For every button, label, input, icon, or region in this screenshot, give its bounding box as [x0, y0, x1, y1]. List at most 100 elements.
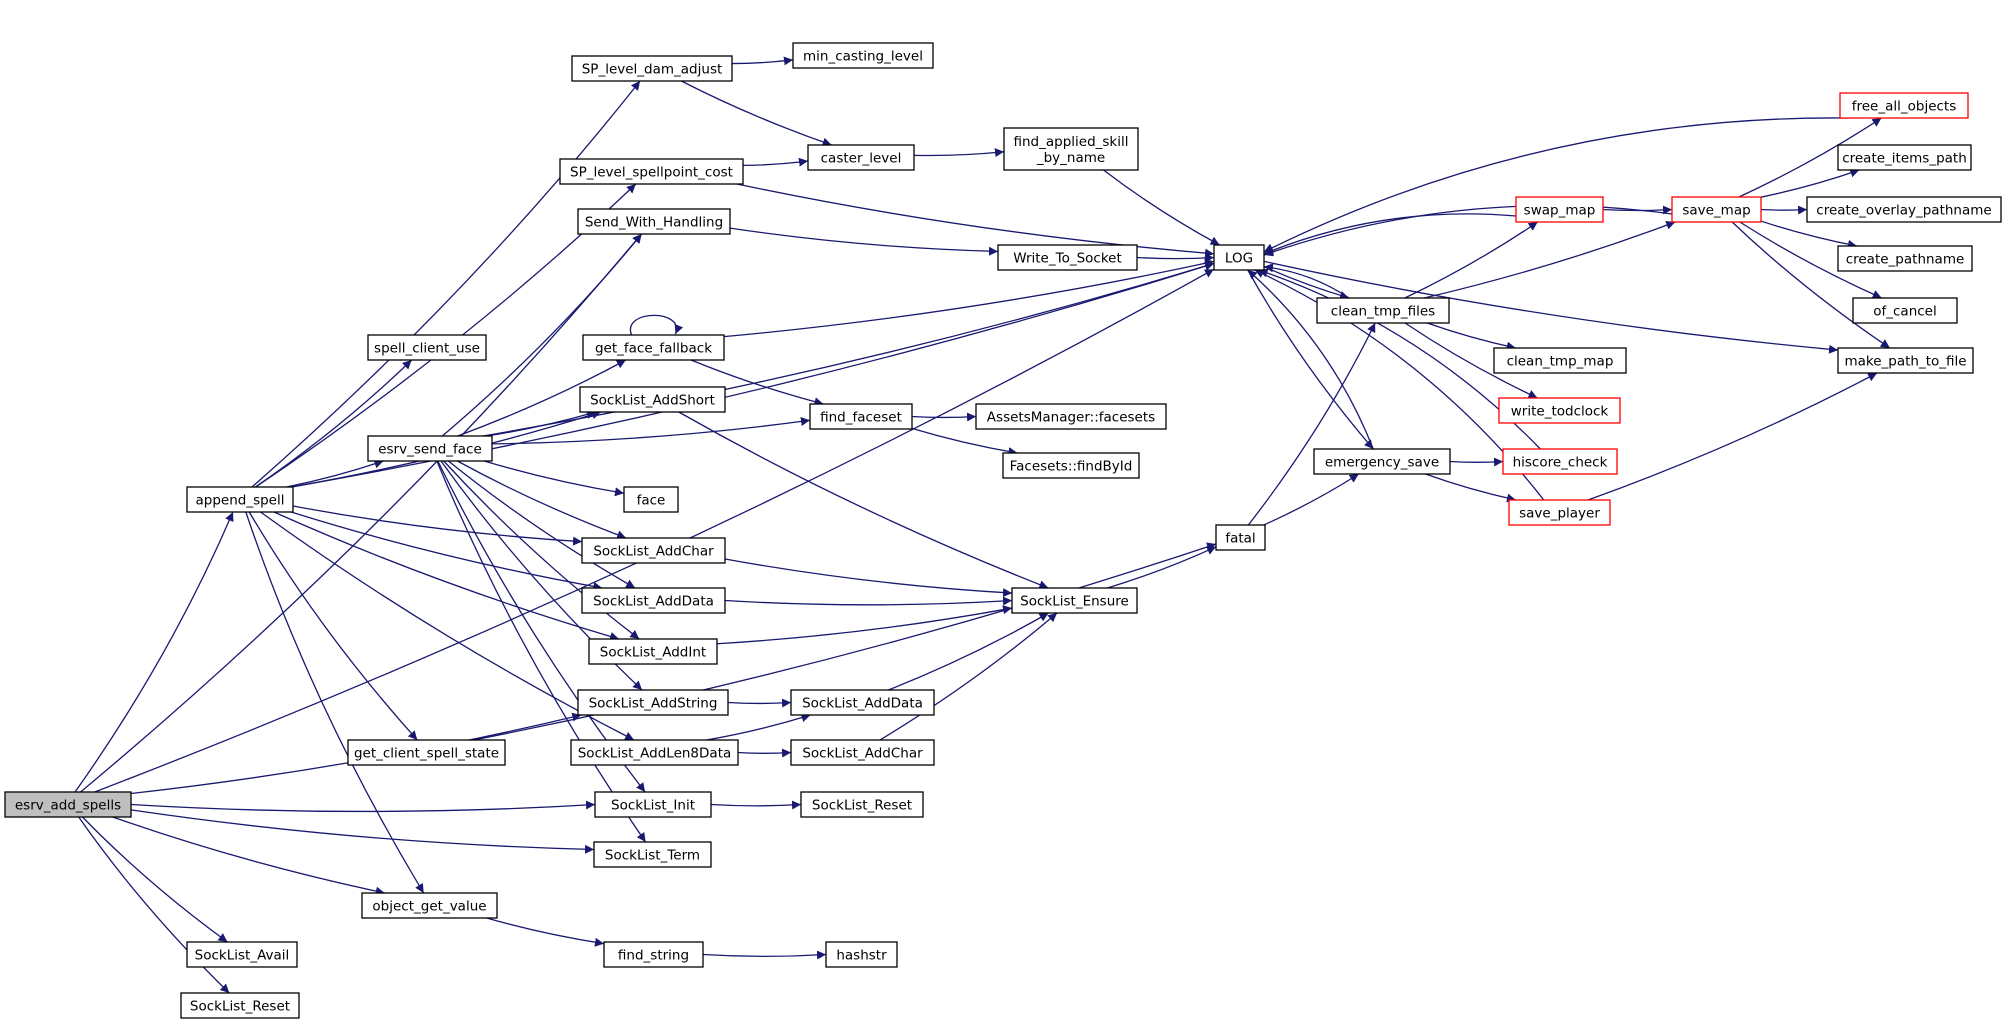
node-of-cancel[interactable]: of_cancel [1852, 297, 1958, 324]
node-save-player[interactable]: save_player [1508, 499, 1611, 526]
node-create-pathname[interactable]: create_pathname [1837, 245, 1973, 272]
node-hashstr[interactable]: hashstr [825, 941, 898, 968]
node-socklist-ensure[interactable]: SockList_Ensure [1011, 587, 1138, 614]
node-sp-level-dam-adjust[interactable]: SP_level_dam_adjust [571, 55, 733, 82]
node-socklist-adddata2[interactable]: SockList_AddData [790, 689, 935, 716]
edge-fatal-to-clean-tmp-files [1247, 322, 1376, 526]
node-get-client-spell-state[interactable]: get_client_spell_state [347, 739, 506, 766]
node-save-map[interactable]: save_map [1671, 196, 1762, 223]
node-box [1671, 196, 1762, 223]
node-clean-tmp-map[interactable]: clean_tmp_map [1493, 347, 1627, 374]
node-socklist-addchar2[interactable]: SockList_AddChar [790, 739, 935, 766]
node-caster-level[interactable]: caster_level [807, 144, 915, 171]
node-swap-map[interactable]: swap_map [1515, 196, 1604, 223]
node-create-overlay-pathname[interactable]: create_overlay_pathname [1806, 196, 2002, 223]
node-send-with-handling[interactable]: Send_With_Handling [577, 208, 731, 235]
node-socklist-addstring[interactable]: SockList_AddString [577, 689, 729, 716]
edge-get-client-spell-state-to-fatal [473, 542, 1217, 741]
edge-socklist-addshort-to-socklist-ensure [678, 411, 1049, 589]
node-box [1806, 196, 2002, 223]
node-socklist-reset-a[interactable]: SockList_Reset [180, 992, 300, 1019]
edges-layer [74, 56, 1891, 994]
node-box [825, 941, 898, 968]
node-esrv-send-face[interactable]: esrv_send_face [367, 435, 493, 462]
node-box [361, 892, 498, 919]
node-label: Write_To_Socket [1013, 251, 1122, 267]
node-label: SP_level_dam_adjust [582, 62, 723, 78]
edge-esrv-send-face-to-socklist-adddata [447, 460, 636, 589]
edge-find-applied-skill-by-name-to-log [1103, 169, 1220, 246]
node-box [570, 739, 739, 766]
node-label: _by_name [1036, 150, 1105, 166]
node-find-applied-skill-by-name[interactable]: find_applied_skill_by_name [1003, 127, 1139, 171]
node-spell-client-use[interactable]: spell_client_use [367, 334, 487, 361]
node-box [1213, 244, 1265, 271]
node-write-to-socket[interactable]: Write_To_Socket [997, 244, 1138, 271]
node-find-string[interactable]: find_string [603, 941, 704, 968]
node-socklist-avail[interactable]: SockList_Avail [186, 941, 298, 968]
node-socklist-addint[interactable]: SockList_AddInt [588, 638, 718, 665]
node-box [997, 244, 1138, 271]
node-socklist-init[interactable]: SockList_Init [594, 791, 712, 818]
node-box [603, 941, 704, 968]
node-min-casting-level[interactable]: min_casting_level [792, 42, 934, 69]
node-fatal[interactable]: fatal [1215, 524, 1266, 551]
edge-get-face-fallback-to-log [723, 258, 1215, 338]
node-make-path-to-file[interactable]: make_path_to_file [1837, 347, 1974, 374]
node-label: SockList_AddLen8Data [578, 746, 732, 762]
node-socklist-reset-b[interactable]: SockList_Reset [800, 791, 924, 818]
node-socklist-addchar[interactable]: SockList_AddChar [581, 537, 726, 564]
node-write-todclock[interactable]: write_todclock [1498, 397, 1621, 424]
node-find-faceset[interactable]: find_faceset [809, 403, 913, 430]
node-socklist-addlen8data[interactable]: SockList_AddLen8Data [570, 739, 739, 766]
node-box [790, 689, 935, 716]
node-log[interactable]: LOG [1213, 244, 1265, 271]
edge-clean-tmp-files-to-log [1263, 263, 1350, 299]
node-clean-tmp-files[interactable]: clean_tmp_files [1316, 297, 1450, 324]
edge-sp-level-dam-adjust-to-min-casting-level [731, 56, 794, 66]
edge-esrv-send-face-to-send-with-handling [441, 233, 643, 437]
node-box [1837, 347, 1974, 374]
edge-fatal-to-emergency-save [1263, 473, 1360, 526]
node-label: make_path_to_file [1844, 354, 1966, 370]
node-box [1493, 347, 1627, 374]
node-box [1316, 297, 1450, 324]
edge-esrv-send-face-to-socklist-addchar [457, 460, 627, 540]
node-box [577, 208, 731, 235]
node-get-face-fallback[interactable]: get_face_fallback [582, 334, 725, 361]
edge-socklist-ensure-to-fatal [1107, 546, 1217, 589]
node-box [367, 435, 493, 462]
node-box [186, 486, 294, 513]
nodes-layer: esrv_add_spells append_spellSockList_Avai… [4, 42, 2002, 1019]
node-append-spell[interactable]: append_spell [186, 486, 294, 513]
node-sp-level-spellpoint-cost[interactable]: SP_level_spellpoint_cost [559, 158, 744, 185]
edge-esrv-send-face-to-find-faceset [491, 417, 811, 445]
node-box [1515, 196, 1604, 223]
node-create-items-path[interactable]: create_items_path [1837, 144, 1972, 171]
edge-socklist-init-to-socklist-reset-b [710, 800, 802, 810]
node-box [1011, 587, 1138, 614]
node-hiscore-check[interactable]: hiscore_check [1502, 448, 1618, 475]
edge-esrv-add-spells-to-socklist-reset-a [78, 816, 230, 994]
edge-log-to-clean-tmp-files [1263, 266, 1350, 300]
node-label: SockList_Init [611, 798, 695, 814]
node-label: object_get_value [372, 899, 486, 915]
edge-socklist-addchar2-to-socklist-ensure [879, 612, 1058, 741]
node-box [1313, 448, 1451, 475]
edge-save-map-to-make-path-to-file [1731, 221, 1891, 349]
edge-socklist-addlen8data-to-socklist-addchar2 [737, 748, 792, 758]
node-label: esrv_add_spells [15, 798, 121, 814]
node-object-get-value[interactable]: object_get_value [361, 892, 498, 919]
node-free-all-objects[interactable]: free_all_objects [1839, 92, 1969, 119]
node-assetsmanager-facesets[interactable]: AssetsManager::facesets [975, 403, 1167, 430]
node-socklist-adddata[interactable]: SockList_AddData [581, 587, 726, 614]
node-socklist-addshort[interactable]: SockList_AddShort [579, 386, 726, 413]
node-emergency-save[interactable]: emergency_save [1313, 448, 1451, 475]
node-facesets-findbyid[interactable]: Facesets::findById [1002, 452, 1140, 479]
node-socklist-term[interactable]: SockList_Term [593, 841, 712, 868]
node-label: Send_With_Handling [585, 215, 723, 231]
node-esrv-add-spells[interactable]: esrv_add_spells [4, 791, 132, 818]
edge-esrv-add-spells-to-object-get-value [112, 816, 385, 896]
node-label: save_map [1682, 203, 1750, 219]
node-face[interactable]: face [623, 486, 679, 513]
